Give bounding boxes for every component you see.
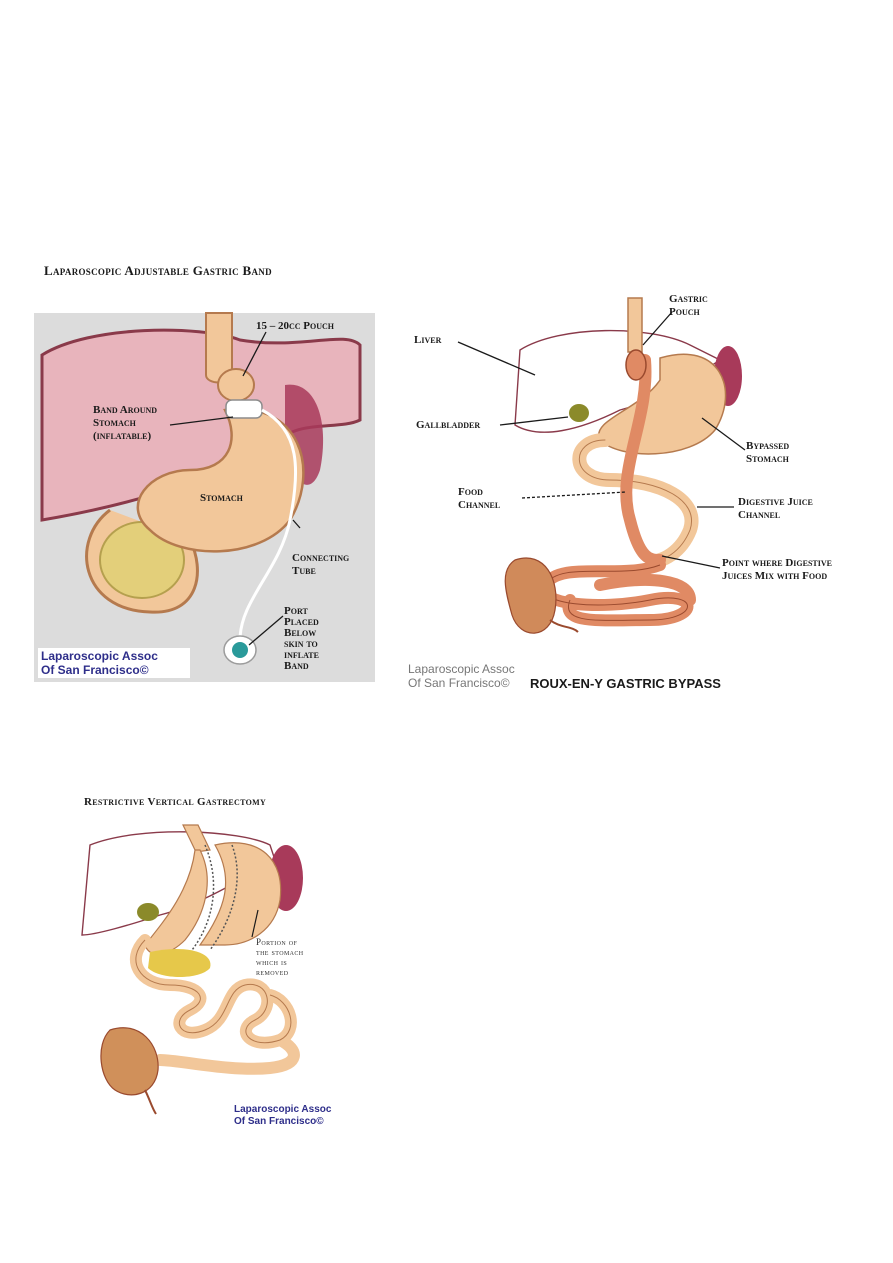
band-label-band: Band Around Stomach (inflatable) [93,404,158,442]
bypass-label-food-channel: Food Channel [458,486,501,511]
band-title: Laparoscopic Adjustable Gastric Band [44,263,272,278]
band-connecting-tube [238,408,298,641]
gastrectomy-gallbladder [137,903,159,921]
band-label-stomach: Stomach [200,492,243,504]
gastrectomy-credit: Laparoscopic Assoc Of San Francisco© [234,1104,332,1127]
gastrectomy-removed-portion [198,842,282,946]
gastrectomy-pancreas [148,948,211,977]
band-credit: Laparoscopic Assoc Of San Francisco© [38,648,190,678]
band-label-tube: Connecting Tube [292,552,350,577]
gastrectomy-appendix [144,1089,157,1115]
band-label-pouch: 15 – 20cc Pouch [256,320,335,332]
bypass-gallbladder [569,404,589,422]
band-label-port: Port Placed Below skin to inflate Band [284,605,319,672]
bypass-gastric-pouch [625,349,647,381]
bypass-label-bypassed-stomach: Bypassed Stomach [746,440,790,465]
bypass-label-liver: Liver [414,334,442,346]
bypass-food-channel [620,354,666,566]
bypass-stomach [597,353,727,455]
bypass-label-gallbladder: Gallbladder [416,419,481,431]
gastrectomy-esophagus [182,824,211,853]
band-ring [225,399,263,419]
gastrectomy-label-removed: Portion of the stomach which is removed [256,937,304,977]
bypass-appendix [549,619,579,633]
bypass-credit: Laparoscopic Assoc Of San Francisco© [408,662,515,690]
gastrectomy-title: Restrictive Vertical Gastrectomy [84,796,267,808]
bypass-label-juice-channel: Digestive Juice Channel [738,496,813,521]
gastrectomy-cecum [100,1027,159,1096]
band-stomach [136,407,305,553]
bypass-label-mix-point: Point where Digestive Juices Mix with Fo… [722,557,832,582]
band-port-center [232,642,248,658]
bypass-cecum [504,557,557,634]
bypass-label-gastric-pouch: Gastric Pouch [669,293,708,318]
bypass-title: ROUX-EN-Y GASTRIC BYPASS [530,676,721,691]
